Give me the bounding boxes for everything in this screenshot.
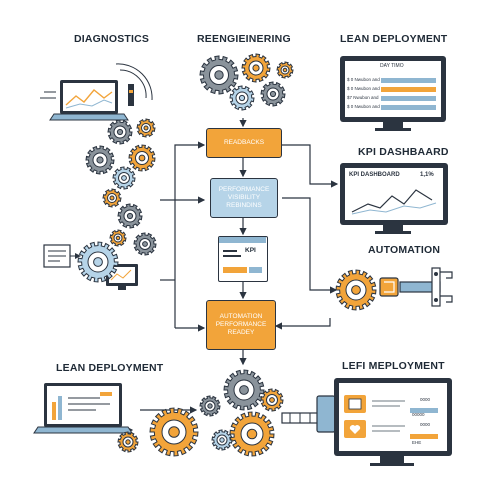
lefi-monitor-row: 0000 [420,422,431,427]
kpi-card-header [219,237,266,243]
lean-monitor-row: $ 0 Nwubon and [347,104,380,109]
gear-icon [260,81,286,107]
kpi-card-bar [223,267,247,273]
gear-icon [229,85,255,111]
performance-line-3: REBINDINS [226,202,262,209]
gear-icon [102,188,122,208]
lean-deployment-monitor [340,56,446,131]
readbacks-label: READBACKS [223,139,265,146]
gear-icon [199,395,221,417]
gear-icon [107,119,133,145]
lean-monitor-row: $ 0 Nwubon and [347,86,380,91]
gear-icon [133,232,157,256]
arrow-performance-to-automation [282,197,338,294]
kpi-dashboard-monitor [340,163,448,234]
gear-icon [149,407,199,457]
automation-line-2: PERFORMANCE [215,321,267,328]
performance-box: PERFORMANCE VISIBILITY REBINDINS [210,178,278,218]
gear-icon [85,145,115,175]
gear-icon [109,229,127,247]
automation-performance-box: AUTOMATION PERFORMANCE READEY [206,300,276,350]
lefi-monitor-row: 0000 [420,397,431,402]
gear-icon [223,369,265,411]
gear-icon [211,429,233,451]
kpi-monitor-title: KPI DASHBOARD [349,172,400,178]
gear-icon [199,55,239,95]
gear-icon [335,269,377,311]
document-icon [43,244,81,268]
lefi-monitor [334,378,452,466]
gear-icon [112,166,136,190]
gear-icon [128,144,156,172]
gear-icon [117,203,143,229]
arrow-automation-back [274,318,331,330]
lefi-monitor-row: 00000 [412,412,425,417]
title-reengineering: REENGIEINERING [197,33,291,45]
lean-monitor-header: DAY TIMO [380,63,404,69]
kpi-card-label: KPI [245,247,256,254]
arrow-left-to-readbacks [174,141,206,328]
lefi-monitor-row: EHE [412,440,422,445]
gears [77,53,377,457]
gear-icon [136,118,156,138]
gear-icon [117,431,139,453]
arrow-readbacks-to-kpi [282,144,339,188]
gear-icon [241,53,271,83]
performance-line-1: PERFORMANCE [218,186,270,193]
lean-monitor-row: $7 Nwubon and [347,95,379,100]
kpi-card-line [223,255,241,257]
gear-icon [229,411,275,457]
diagnostics-laptop [40,63,153,121]
lean-monitor-row: $ 0 Nwubon and [347,77,380,82]
kpi-monitor-value: 1,1% [420,172,434,178]
gear-icon [77,241,119,283]
performance-line-2: VISIBILITY [227,194,261,201]
gear-icon [276,61,294,79]
automation-line-1: AUTOMATION [219,313,263,320]
kpi-card-bar [249,267,262,273]
title-lefi-meployment: LEFI MEPLOYMENT [342,360,445,372]
automation-arm [379,267,453,307]
title-diagnostics: DIAGNOSTICS [74,33,150,45]
bottom-laptop [33,383,133,434]
readbacks-box: READBACKS [206,128,282,158]
title-kpi-dashboard: KPI DASHBAARD [358,146,449,158]
title-lean-deployment-top: LEAN DEPLOYMENT [340,33,448,45]
kpi-card: KPI [218,236,268,282]
kpi-card-line [223,250,237,252]
title-automation: AUTOMATION [368,244,441,256]
automation-line-3: READEY [227,329,255,336]
gear-icon [260,388,284,412]
title-lean-deployment-bottom: LEAN DEPLOYMENT [56,362,164,374]
conveyor [281,395,336,433]
